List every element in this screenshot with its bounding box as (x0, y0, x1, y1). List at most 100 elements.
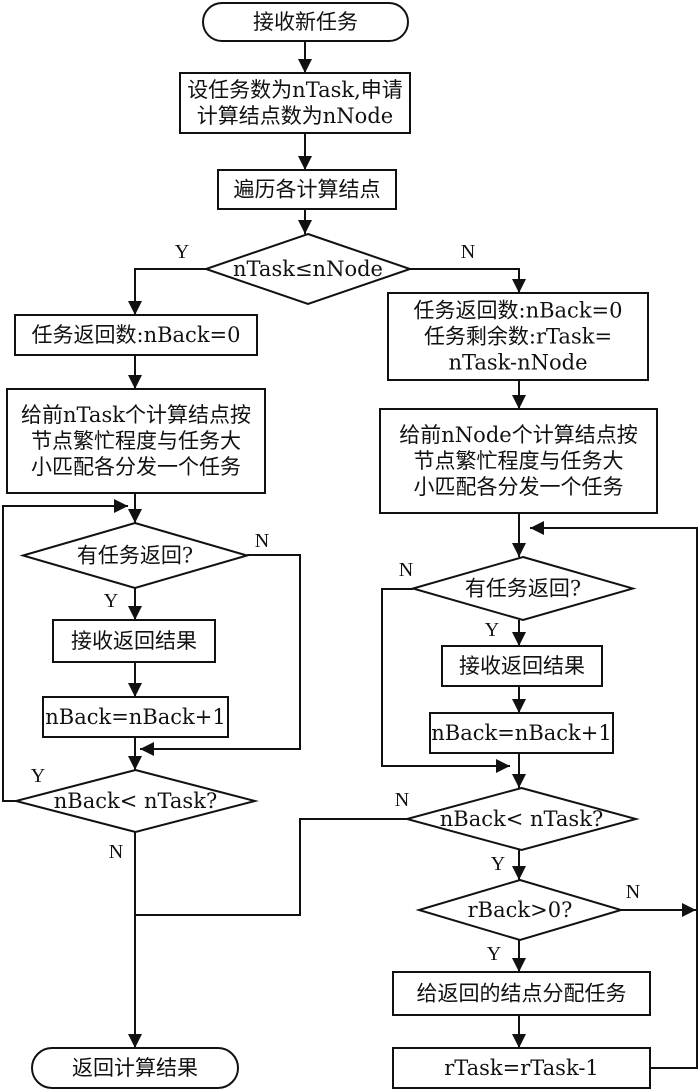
edge-line (135, 818, 407, 916)
edge-label-right-check-no: N (395, 789, 409, 811)
edge-line (381, 588, 510, 767)
node-text-line: nBack< nTask? (54, 789, 217, 813)
process-shape (441, 645, 603, 687)
arrowhead-icon (512, 958, 526, 972)
node-text-line: 返回计算结果 (72, 1056, 198, 1080)
process-shape (379, 408, 658, 514)
arrowhead-icon (512, 699, 526, 713)
arrowhead-icon (496, 759, 510, 773)
node-text-line: 给前nNode个计算结点按 (399, 423, 637, 447)
edge-label-left-check-yes: Y (31, 765, 45, 787)
arrowhead-icon (530, 521, 544, 535)
edge-label-cmp-yes: Y (175, 241, 189, 263)
node-end: 返回计算结果 (31, 1047, 239, 1089)
edge-lreceive-to-linc (128, 662, 142, 697)
edge-rdispatch-to-rhas (512, 513, 526, 557)
node-text-line: rTask=rTask-1 (444, 1056, 599, 1080)
node-text-line: 给返回的结点分配任务 (417, 982, 627, 1006)
arrowhead-icon (114, 499, 128, 513)
process-shape (387, 292, 649, 381)
node-text-line: 小匹配各分发一个任务 (414, 475, 624, 499)
node-right-receive: 接收返回结果 (441, 645, 603, 687)
arrowhead-icon (298, 156, 312, 170)
decision-shape (202, 232, 414, 306)
edge-label-left-has-return-yes: Y (104, 590, 118, 612)
edge-linc-to-lcheck (128, 737, 142, 770)
node-dec-rtask: rTask=rTask-1 (392, 1047, 651, 1089)
edge-set-to-traverse (298, 133, 312, 170)
node-left-init: 任务返回数:nBack=0 (14, 314, 258, 356)
arrowhead-icon (512, 632, 526, 646)
edge-ldispatch-to-lhas (128, 493, 142, 523)
node-text-line: 接收返回结果 (71, 629, 197, 653)
node-left-receive: 接收返回结果 (52, 619, 216, 663)
edge-rback-yes (512, 940, 526, 972)
node-text-line: rBack>0? (468, 898, 573, 922)
edge-rreceive-to-rinc (512, 686, 526, 713)
arrowhead-icon (298, 59, 312, 73)
decision-shape (12, 768, 259, 834)
arrowhead-icon (512, 395, 526, 409)
edge-label-right-has-return-no: N (399, 559, 413, 581)
arrowhead-icon (128, 1034, 142, 1048)
node-left-inc: nBack=nBack+1 (42, 696, 229, 738)
node-start: 接收新任务 (202, 2, 409, 42)
node-right-check: nBack< nTask? (403, 786, 640, 852)
edge-rinc-to-rcheck (512, 753, 526, 788)
arrowhead-icon (512, 866, 526, 880)
edge-assign-to-dec (512, 1015, 526, 1048)
node-text-line: nTask-nNode (448, 351, 587, 375)
arrowhead-icon (128, 606, 142, 620)
node-left-check: nBack< nTask? (12, 768, 259, 834)
node-text-line: 计算结点数为nNode (197, 104, 393, 128)
node-right-has-return: 有任务返回? (409, 555, 637, 622)
node-left-has-return: 有任务返回? (19, 521, 251, 590)
edge-label-left-check-no: N (109, 841, 123, 863)
edge-cmp-yes (128, 268, 206, 315)
node-text-line: 任务剩余数:rTask= (424, 325, 612, 349)
edge-rback-no (621, 903, 696, 917)
arrowhead-icon (512, 774, 526, 788)
node-right-inc: nBack=nBack+1 (429, 712, 614, 754)
edge-rhas-yes (512, 620, 526, 646)
edge-label-rback-yes: Y (487, 943, 501, 965)
arrowhead-icon (128, 301, 142, 315)
edge-cmp-no (410, 268, 526, 293)
process-shape (42, 696, 229, 738)
node-text-line: 任务返回数:nBack=0 (414, 299, 623, 323)
node-text-line: 任务返回数:nBack=0 (32, 323, 241, 347)
node-cmp-task-node: nTask≤nNode (202, 232, 414, 306)
edge-rcheck-no (135, 818, 407, 916)
edge-traverse-to-cmp (298, 209, 312, 234)
arrowhead-icon (128, 509, 142, 523)
node-text-line: 有任务返回? (77, 544, 193, 568)
decision-shape (19, 521, 251, 590)
process-shape (179, 72, 411, 134)
edge-lhas-yes (128, 588, 142, 620)
node-text-line: 小匹配各分发一个任务 (31, 455, 241, 479)
decision-shape (409, 555, 637, 622)
nodes-layer: 接收新任务设任务数为nTask,申请计算结点数为nNode遍历各计算结点nTas… (6, 2, 658, 1089)
node-text-line: nBack=nBack+1 (45, 705, 225, 729)
edge-lhas-no (140, 554, 301, 756)
arrowhead-icon (682, 903, 696, 917)
edge-lcheck-no (128, 832, 142, 1048)
arrowhead-icon (298, 220, 312, 234)
process-shape (392, 971, 651, 1016)
edge-lcheck-yes-loop (2, 499, 128, 802)
node-text-line: nBack< nTask? (440, 807, 603, 831)
arrowhead-icon (512, 279, 526, 293)
terminal-shape (31, 1047, 239, 1089)
edge-line (140, 554, 301, 750)
edges-layer (2, 41, 698, 1069)
edge-line (410, 268, 520, 293)
edge-rhas-no (381, 588, 510, 773)
edge-label-right-has-return-yes: Y (485, 619, 499, 641)
process-shape (6, 388, 266, 494)
process-shape (217, 169, 397, 210)
node-text-line: 遍历各计算结点 (234, 178, 381, 202)
edge-rcheck-yes (512, 850, 526, 880)
